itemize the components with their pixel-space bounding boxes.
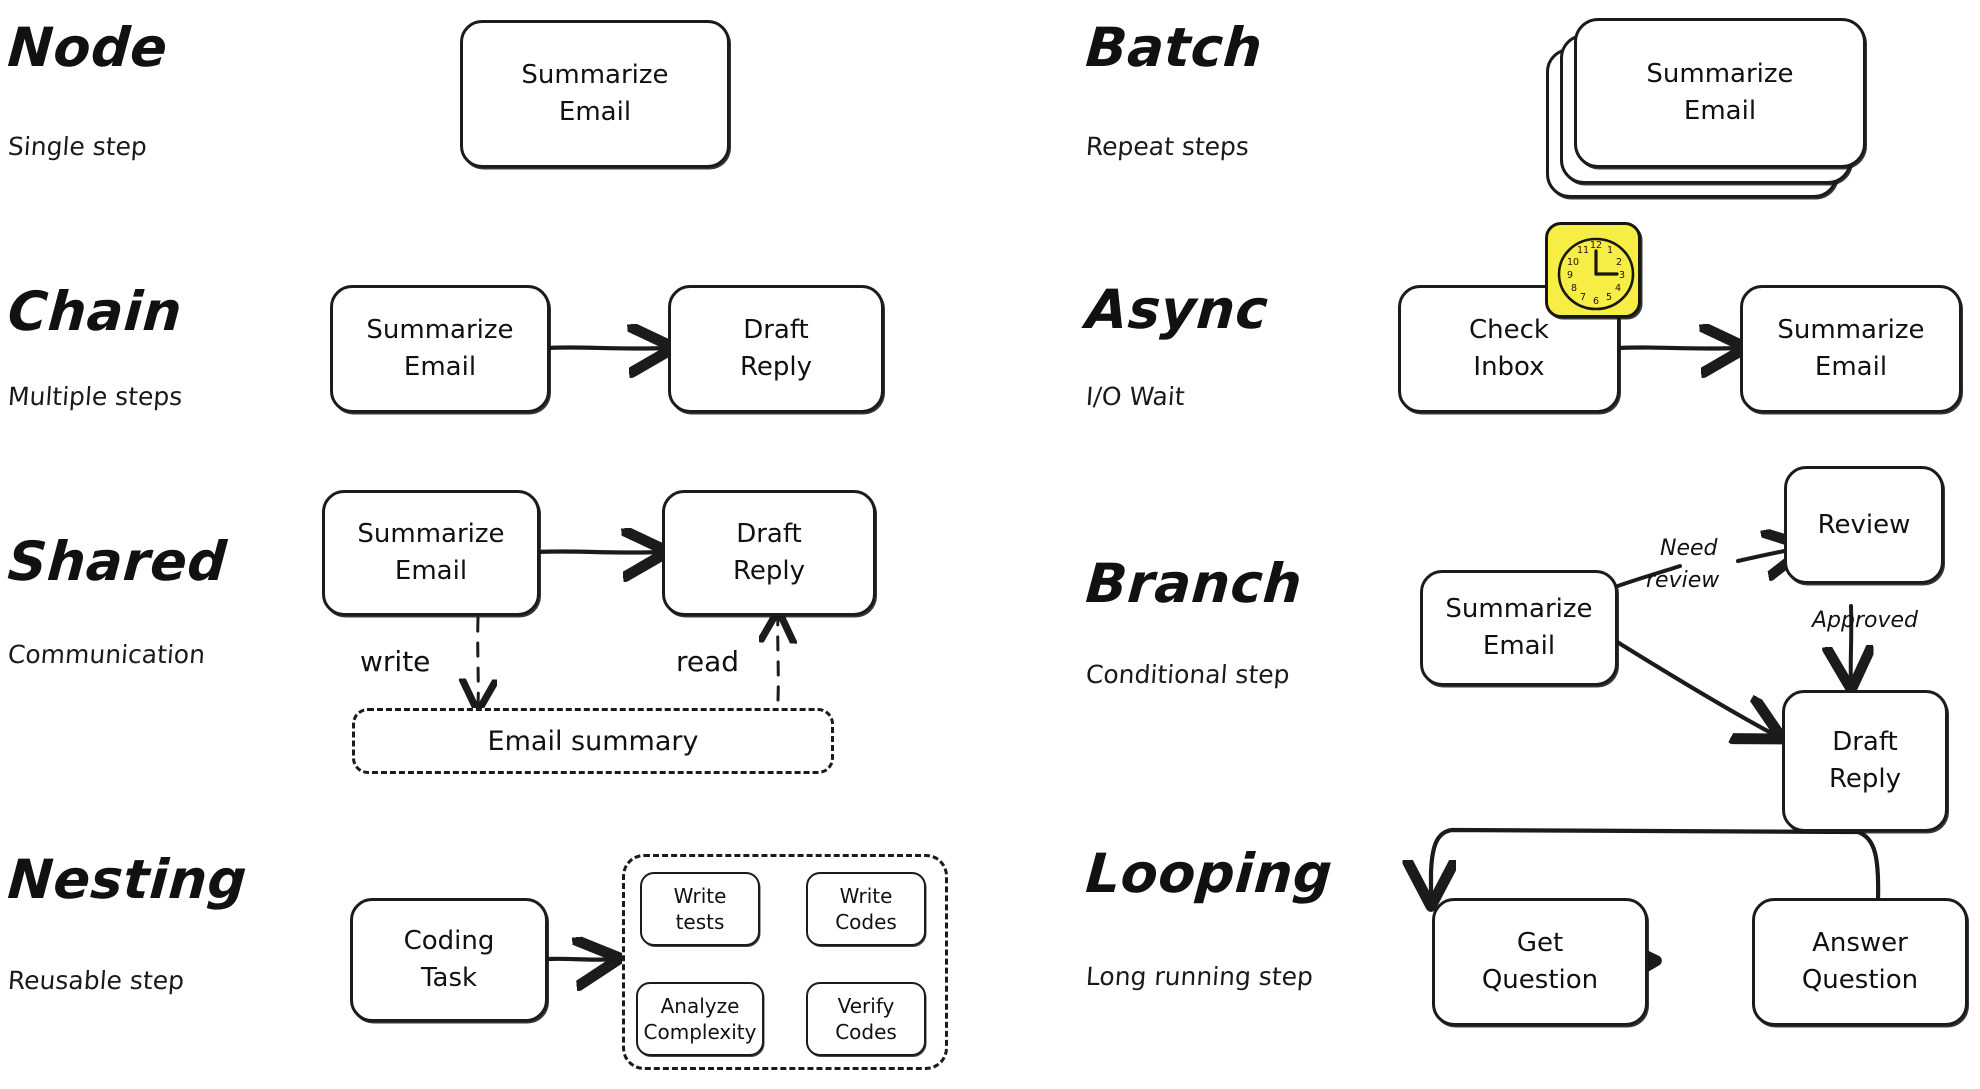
node-label: Review (1817, 509, 1911, 540)
svg-text:11: 11 (1577, 245, 1589, 256)
shared-store-email-summary[interactable]: Email summary (352, 708, 834, 774)
edge-branch-direct (1611, 637, 1775, 735)
node-label: Summarize Email (1777, 315, 1925, 382)
section-subtitle-async: I/O Wait (1084, 382, 1186, 411)
svg-text:9: 9 (1567, 270, 1573, 281)
section-subtitle-chain: Multiple steps (6, 382, 184, 411)
section-subtitle-node: Single step (6, 132, 148, 161)
svg-text:6: 6 (1593, 296, 1599, 307)
node-label: Analyze Complexity (643, 993, 757, 1044)
edge-label-approved: Approved (1812, 608, 1919, 633)
edge-shared-1 (535, 551, 660, 552)
svg-text:5: 5 (1606, 292, 1612, 303)
node-branch-review[interactable]: Review (1784, 466, 1944, 584)
node-subflow-write-codes[interactable]: Write Codes (806, 872, 926, 946)
node-label: Summarize Email (357, 519, 505, 586)
svg-text:12: 12 (1590, 240, 1602, 251)
edge-async-1 (1617, 347, 1738, 348)
section-title-batch: Batch (1083, 16, 1265, 79)
svg-text:1: 1 (1607, 245, 1613, 256)
edge-nesting-1 (545, 959, 612, 960)
svg-text:10: 10 (1567, 257, 1579, 268)
edge-loop-back (1431, 827, 1881, 900)
node-chain-summarize-email[interactable]: Summarize Email (330, 285, 550, 413)
node-nesting-coding-task[interactable]: Coding Task (350, 898, 548, 1022)
svg-text:2: 2 (1616, 257, 1622, 268)
node-label: Draft Reply (1828, 727, 1901, 794)
edge-label-write: write (360, 645, 431, 678)
svg-text:4: 4 (1615, 283, 1621, 294)
section-title-looping: Looping (1083, 842, 1335, 905)
node-shared-draft-reply[interactable]: Draft Reply (662, 490, 876, 616)
node-label: Check Inbox (1469, 315, 1549, 382)
node-label: Draft Reply (732, 519, 805, 586)
section-title-shared: Shared (5, 530, 229, 593)
svg-text:7: 7 (1580, 292, 1586, 303)
node-label: Write Codes (835, 883, 897, 934)
batch-stack-card-front[interactable]: Summarize Email (1574, 18, 1866, 168)
node-loop-get-question[interactable]: Get Question (1432, 898, 1648, 1026)
section-title-async: Async (1083, 278, 1271, 341)
node-shared-summarize-email[interactable]: Summarize Email (322, 490, 540, 616)
section-title-chain: Chain (5, 280, 185, 343)
section-title-node: Node (5, 16, 170, 79)
node-label: Coding Task (403, 926, 495, 993)
node-subflow-verify-codes[interactable]: Verify Codes (806, 982, 926, 1056)
node-label: Summarize Email (1646, 59, 1794, 126)
node-label: Write tests (673, 883, 727, 934)
edge-label-need: Need (1660, 536, 1718, 561)
node-label: Verify Codes (835, 993, 897, 1044)
node-chain-draft-reply[interactable]: Draft Reply (668, 285, 884, 413)
node-loop-answer-question[interactable]: Answer Question (1752, 898, 1968, 1026)
clock-icon: 12 1 2 3 4 5 6 7 8 9 10 11 (1545, 222, 1641, 318)
node-label: Draft Reply (739, 315, 812, 382)
node-branch-draft-reply[interactable]: Draft Reply (1782, 690, 1948, 832)
section-subtitle-shared: Communication (6, 640, 207, 669)
node-subflow-analyze-complexity[interactable]: Analyze Complexity (636, 982, 764, 1056)
section-subtitle-nesting: Reusable step (6, 966, 186, 995)
edge-label-review: review (1646, 568, 1720, 593)
node-async-summarize-email[interactable]: Summarize Email (1740, 285, 1962, 413)
edge-shared-write (478, 616, 479, 706)
node-label: Answer Question (1801, 928, 1919, 995)
svg-text:3: 3 (1619, 270, 1625, 281)
node-label: Summarize Email (366, 315, 514, 382)
section-title-nesting: Nesting (5, 848, 250, 911)
node-label: Summarize Email (521, 60, 669, 127)
section-subtitle-batch: Repeat steps (1084, 132, 1251, 161)
section-subtitle-looping: Long running step (1084, 962, 1314, 991)
edge-chain-1 (545, 347, 666, 348)
svg-text:8: 8 (1571, 283, 1577, 294)
edge-label-read: read (676, 645, 740, 678)
edge-shared-read (778, 616, 779, 702)
node-subflow-write-tests[interactable]: Write tests (640, 872, 760, 946)
section-title-branch: Branch (1083, 552, 1305, 615)
node-branch-summarize-email[interactable]: Summarize Email (1420, 570, 1618, 686)
node-label: Summarize Email (1445, 594, 1593, 661)
shared-store-label: Email summary (487, 725, 699, 757)
node-label: Get Question (1481, 928, 1599, 995)
section-subtitle-branch: Conditional step (1084, 660, 1291, 689)
node-summarize-email[interactable]: Summarize Email (460, 20, 730, 168)
